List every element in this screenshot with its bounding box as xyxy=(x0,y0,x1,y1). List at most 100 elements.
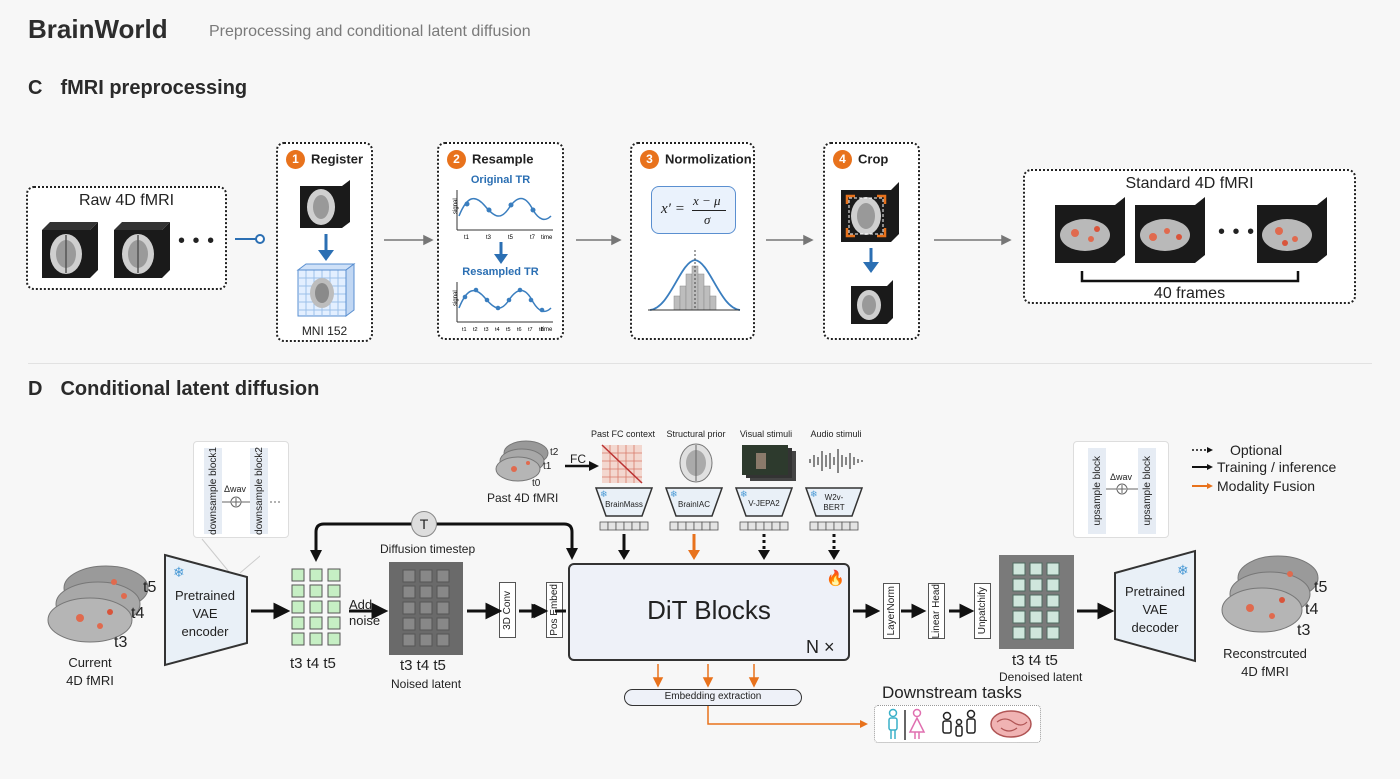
vae-encoder-label: Pretrained VAE encoder xyxy=(168,587,242,641)
svg-text:t4: t4 xyxy=(495,327,500,333)
denoised-latent-tlabel: t3 t4 t5 xyxy=(1012,652,1058,669)
fire-icon: 🔥 xyxy=(826,570,845,587)
encoder-w2v-bert: W2v-BERT xyxy=(823,493,845,512)
step-number-badge: 3 xyxy=(640,150,659,169)
step-number-badge: 1 xyxy=(286,150,305,169)
svg-text:t7: t7 xyxy=(528,327,533,333)
diffusion-timestep-label: Diffusion timestep xyxy=(380,542,476,556)
recon-caption-line2: 4D fMRI xyxy=(1241,664,1289,679)
formula-box: x′ = x − μ σ xyxy=(651,186,736,234)
legend-optional: Optional xyxy=(1230,442,1283,458)
raw-fmri-volumes xyxy=(42,222,170,278)
male-icon xyxy=(888,708,898,739)
upsample-block1-label: upsample block xyxy=(1091,456,1103,526)
standard-fmri-box: Standard 4D fMRI • • • 40 frames xyxy=(1023,169,1356,304)
formula-lhs: x′ = xyxy=(661,201,685,217)
brain-volume-icon xyxy=(1135,197,1205,263)
noised-latent-grid xyxy=(402,569,450,647)
dit-repeat-label: N × xyxy=(806,637,835,657)
formula-denominator: σ xyxy=(704,212,711,227)
snowflake-icon: ❄ xyxy=(1177,562,1189,578)
downsample-block1: downsample block1 xyxy=(204,447,222,535)
blue-connector-icon xyxy=(235,234,265,244)
conv-to-pos-arrows xyxy=(519,604,566,619)
embedding-to-downstream-arrow xyxy=(707,706,868,728)
step-title: Crop xyxy=(858,151,889,167)
condition-title-structural: Structural prior xyxy=(666,429,726,439)
mni-caption: MNI 152 xyxy=(301,324,348,338)
resampled-tr-label: Resampled TR xyxy=(462,266,539,278)
svg-text:t5: t5 xyxy=(508,235,514,241)
downsample-block2-label: downsample block2 xyxy=(253,447,265,535)
arrow-down-icon xyxy=(318,234,334,261)
fc-arrow xyxy=(565,461,599,471)
recon-t4-label: t4 xyxy=(1305,601,1319,618)
linear-head-box: Linear Head xyxy=(928,583,945,639)
vae-encoder-shape: ❄ xyxy=(164,553,248,667)
current-t4-label: t4 xyxy=(131,605,145,622)
embedding-extraction-box: Embedding extraction xyxy=(624,689,802,706)
arrow-down-icon xyxy=(494,242,508,264)
enc-wav-label: Δwav xyxy=(224,484,247,494)
dit-label: DiT Blocks xyxy=(647,595,771,625)
section-divider xyxy=(28,363,1372,364)
latent-grid xyxy=(291,568,341,646)
current-t5-label: t5 xyxy=(143,579,157,596)
svg-text:t7: t7 xyxy=(530,235,536,241)
condition-tokens-arrows xyxy=(599,521,859,560)
vae-decoder-label: Pretrained VAE decoder xyxy=(1118,583,1192,637)
downsample-block1-label: downsample block1 xyxy=(207,447,219,535)
formula-numerator: x − μ xyxy=(693,193,721,208)
brain-volume-icon xyxy=(1257,197,1327,263)
downstream-icons xyxy=(888,708,1032,740)
enc-add-icon xyxy=(222,496,282,508)
section-c-title: fMRI preprocessing xyxy=(60,77,248,99)
upsample-block2: upsample block xyxy=(1138,448,1156,534)
encoder-brainiac: BrainIAC xyxy=(677,500,710,509)
denoised-latent-caption: Denoised latent xyxy=(999,670,1083,684)
brain-icon xyxy=(990,710,1032,738)
axis-time-label: time xyxy=(541,235,553,241)
brain-volume-icon xyxy=(114,222,170,278)
upsample-block2-label: upsample block xyxy=(1141,456,1153,526)
app-title: BrainWorld xyxy=(28,14,168,44)
arrow-down-icon xyxy=(863,248,879,273)
raw-fmri-label: Raw 4D fMRI xyxy=(78,192,175,209)
section-d-title: Conditional latent diffusion xyxy=(60,378,320,400)
standard-fmri-volumes xyxy=(1055,197,1327,263)
mni-grid-volume-icon xyxy=(296,263,356,317)
audio-waveform-icon xyxy=(809,449,863,473)
frames-label: 40 frames xyxy=(1153,285,1226,302)
section-d-letter: D xyxy=(28,378,43,400)
downstream-box xyxy=(874,705,1041,743)
timestep-loop-arrow xyxy=(310,522,578,562)
formula-bar xyxy=(692,210,726,211)
recon-caption-line1: Reconstrcuted xyxy=(1223,646,1307,661)
recon-caption: Reconstrcuted 4D fMRI xyxy=(1215,645,1315,681)
timestep-token: T xyxy=(411,511,437,537)
downsample-block2: downsample block2 xyxy=(250,447,268,535)
snowflake-icon: ❄ xyxy=(173,564,185,580)
legend-training: Training / inference xyxy=(1217,459,1337,475)
encoder-line1: Pretrained xyxy=(175,588,235,603)
female-icon xyxy=(908,708,926,739)
current-caption-line1: Current xyxy=(68,655,112,670)
dec-add-icon xyxy=(1106,483,1138,495)
section-c-arrows xyxy=(384,234,1012,246)
condition-title-fc: Past FC context xyxy=(590,429,656,439)
cropped-volume-icon xyxy=(851,280,893,324)
brain-volume-icon xyxy=(1055,197,1125,263)
noised-latent-tlabel: t3 t4 t5 xyxy=(400,657,446,674)
svg-text:t3: t3 xyxy=(484,327,489,333)
vae-decoder-shape: ❄ xyxy=(1114,549,1196,663)
condition-inputs xyxy=(601,443,863,484)
axis-signal-label: signal xyxy=(453,198,459,214)
encoder-brainmass: BrainMass xyxy=(605,500,643,509)
condition-title-audio: Audio stimuli xyxy=(810,429,862,439)
family-icon xyxy=(942,709,976,737)
